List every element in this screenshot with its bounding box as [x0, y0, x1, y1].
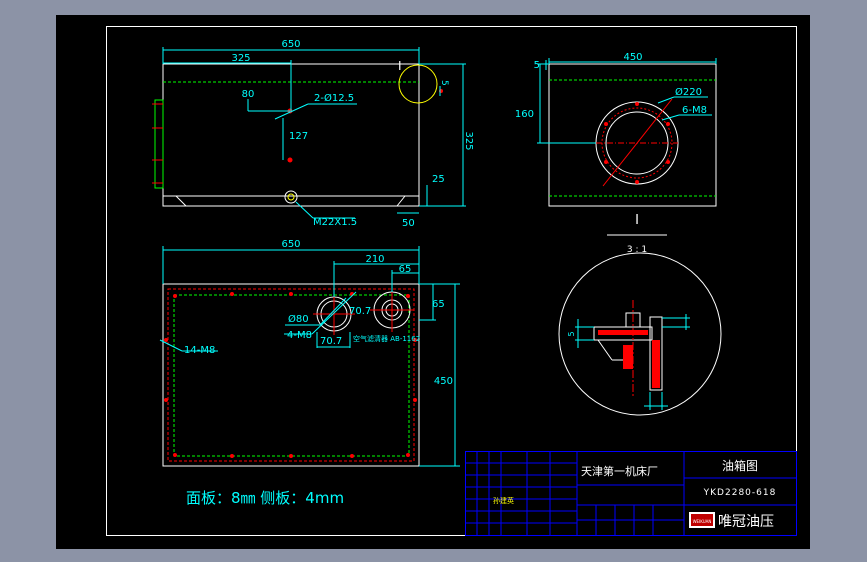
dim-side-5: 5 [534, 60, 540, 71]
detail-scale: 3 : 1 [627, 245, 647, 255]
dim-front-650: 650 [281, 39, 300, 50]
side-view: 450 5 160 Ø220 6-M8 [515, 52, 717, 207]
title-block: 天津第一机床厂 油箱图 YKD2280-618 孙建英 WEIKUAN 唯冠油压 [465, 451, 797, 536]
detail-ref-label: I [398, 59, 402, 73]
dim-edge-bolts: 14-M8 [184, 345, 215, 356]
dim-front-5: 5 [439, 80, 449, 86]
dim-front-holes: 2-Ø12.5 [314, 92, 354, 104]
dim-top-70-7a: 70.7 [349, 306, 371, 317]
plate-thickness-note: 面板：8㎜ 侧板：4mm [186, 489, 344, 507]
detail-marker-circle [398, 64, 438, 104]
dim-front-325-height: 325 [463, 131, 474, 150]
filter-note: 空气滤清器 AB-1162 [353, 334, 420, 343]
dim-front-50: 50 [402, 218, 415, 229]
dim-top-4m8: 4-M8 [287, 330, 312, 341]
drawing-title: 油箱图 [722, 458, 758, 473]
front-view: 650 325 80 2-Ø12.5 127 I 5 325 25 50 M22… [152, 39, 474, 229]
dim-top-450: 450 [434, 376, 453, 387]
brand-name: 唯冠油压 [718, 514, 774, 530]
top-view-outline [162, 283, 420, 467]
brand-logo-icon: WEIKUAN [689, 512, 715, 528]
dim-front-127: 127 [289, 131, 308, 142]
front-hole [287, 157, 293, 163]
drawing-canvas[interactable]: 650 325 80 2-Ø12.5 127 I 5 325 25 50 M22… [56, 15, 810, 549]
top-view: 650 210 65 65 Ø80 4-M8 70.7 70.7 空气滤清器 A… [159, 239, 460, 467]
drain-plug [284, 190, 298, 204]
dim-drain-thread: M22X1.5 [313, 217, 357, 228]
detail-circle [558, 252, 722, 416]
drawing-code: YKD2280-618 [703, 488, 777, 498]
dim-top-210: 210 [365, 254, 384, 265]
svg-text:5: 5 [567, 331, 576, 336]
dim-front-80: 80 [242, 89, 255, 100]
front-view-feet [175, 195, 406, 207]
svg-text:WEIKUAN: WEIKUAN [693, 519, 712, 524]
dim-flange-dia: Ø220 [675, 86, 702, 98]
dim-side-450: 450 [623, 52, 642, 63]
dim-front-325: 325 [231, 53, 250, 64]
front-view-side-fitting [154, 99, 164, 189]
dim-top-dia80: Ø80 [288, 313, 309, 325]
company-name: 天津第一机床厂 [581, 464, 658, 478]
dim-side-160: 160 [515, 109, 534, 120]
dim-front-25: 25 [432, 174, 445, 185]
dim-top-65: 65 [399, 264, 412, 275]
dim-flange-bolts: 6-M8 [682, 105, 707, 116]
detail-view: I 3 : 1 [558, 213, 722, 416]
dim-top-70-7b: 70.7 [320, 336, 342, 347]
dim-top-650: 650 [281, 239, 300, 250]
side-view-outline [548, 63, 717, 207]
title-block-frame [465, 451, 797, 536]
sheet-border [106, 26, 797, 536]
detail-title: I [635, 213, 639, 228]
dim-top-65-side: 65 [432, 299, 445, 310]
title-small-label: 孙建英 [493, 496, 514, 505]
